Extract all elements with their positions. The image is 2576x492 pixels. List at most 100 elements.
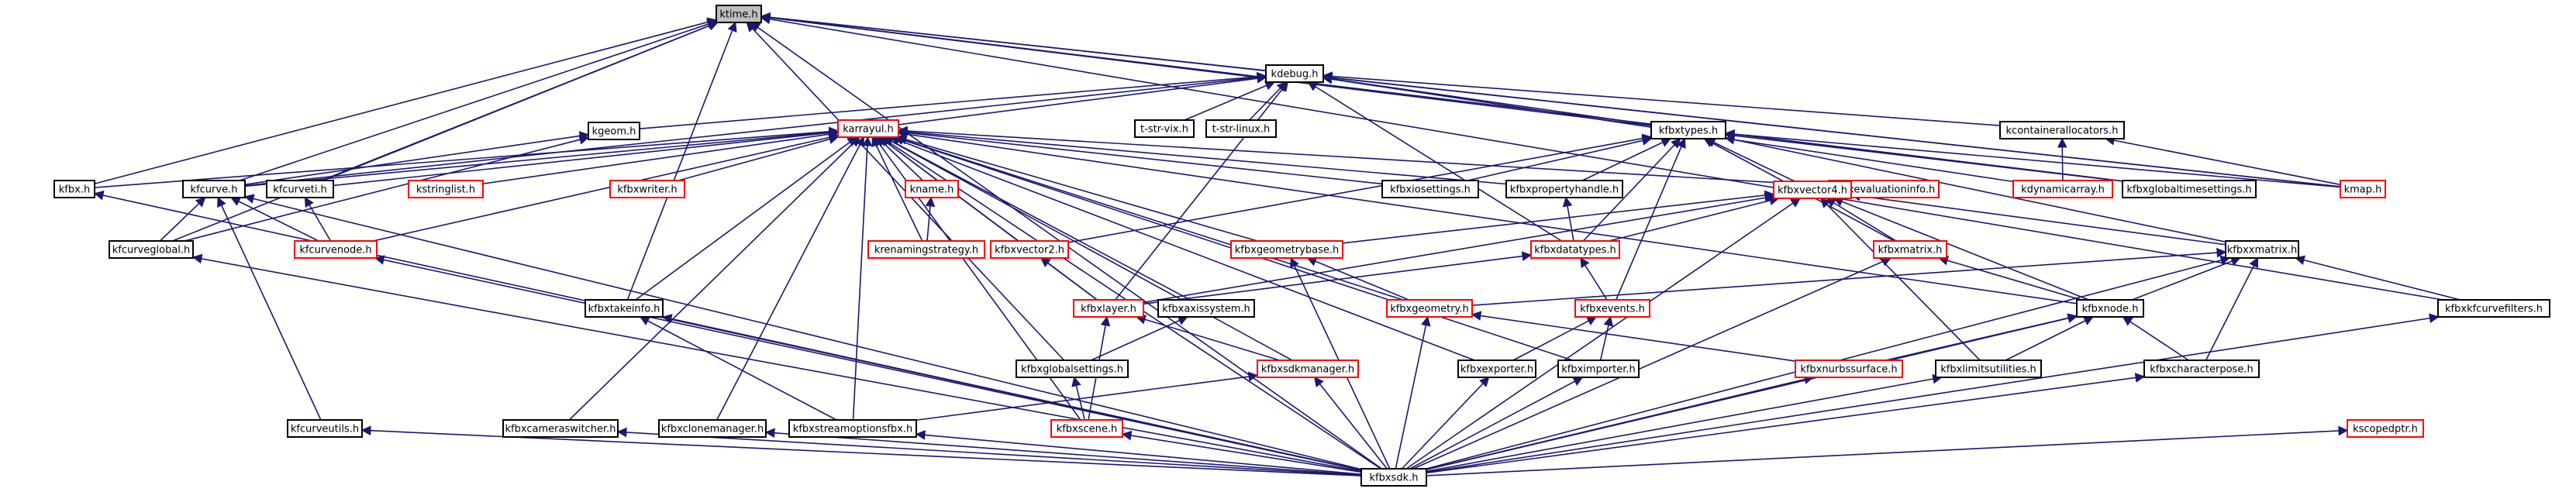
node-box-krenamingstrategy[interactable] xyxy=(867,240,985,259)
node-box-kfbxxmatrix[interactable] xyxy=(2225,240,2299,259)
node-box-kcontaineralloc[interactable] xyxy=(1999,121,2125,139)
node-kfbxgeometry[interactable]: kfbxgeometry.h xyxy=(1386,299,1473,318)
node-box-kfbxnode[interactable] xyxy=(2076,299,2144,318)
node-box-kfbxnurbssurface[interactable] xyxy=(1795,360,1903,378)
node-box-kfcurveutils[interactable] xyxy=(287,419,363,438)
node-kdynamicarray[interactable]: kdynamicarray.h xyxy=(2012,180,2113,198)
node-kfbxaxissystem[interactable]: kfbxaxissystem.h xyxy=(1157,299,1255,318)
node-box-kfbxtakeinfo[interactable] xyxy=(585,299,664,318)
node-kdebug[interactable]: kdebug.h xyxy=(1265,64,1324,83)
node-box-tstrvix[interactable] xyxy=(1134,119,1195,138)
node-box-kfbxscene[interactable] xyxy=(1050,419,1123,438)
node-box-tstrlinux[interactable] xyxy=(1205,119,1277,138)
node-kfbxsdkmanager[interactable]: kfbxsdkmanager.h xyxy=(1257,360,1359,378)
node-kfbxstreamoptionsfbx[interactable]: kfbxstreamoptionsfbx.h xyxy=(788,419,917,438)
node-box-kfbxaxissystem[interactable] xyxy=(1157,299,1255,318)
node-box-kname[interactable] xyxy=(905,180,959,198)
node-kfbxwriter[interactable]: kfbxwriter.h xyxy=(609,180,685,198)
node-kfbxlayer[interactable]: kfbxlayer.h xyxy=(1073,299,1144,318)
node-kfbx[interactable]: kfbx.h xyxy=(53,180,95,198)
node-kfbxexporter[interactable]: kfbxexporter.h xyxy=(1457,360,1536,378)
node-kfbxdatatypes[interactable]: kfbxdatatypes.h xyxy=(1530,240,1620,259)
node-box-kfcurvenode[interactable] xyxy=(294,240,378,259)
node-kfbximporter[interactable]: kfbximporter.h xyxy=(1557,360,1640,378)
node-label-kfcurveti: kfcurveti.h xyxy=(273,184,327,196)
node-kmap[interactable]: kmap.h xyxy=(2340,180,2386,198)
node-box-karrayul[interactable] xyxy=(837,119,899,138)
node-box-kfbxstreamoptionsfbx[interactable] xyxy=(788,419,917,438)
node-kfbxnode[interactable]: kfbxnode.h xyxy=(2076,299,2144,318)
node-box-kfbxpropertyhandle[interactable] xyxy=(1505,180,1623,198)
node-box-kgeom[interactable] xyxy=(588,122,640,140)
node-kfbxglobalsettings[interactable]: kfbxglobalsettings.h xyxy=(1016,360,1129,378)
node-box-ktime[interactable] xyxy=(716,5,762,23)
node-box-kfbxclonemanager[interactable] xyxy=(658,419,767,438)
node-box-kfbxsdk[interactable] xyxy=(1360,468,1427,487)
node-kfcurveti[interactable]: kfcurveti.h xyxy=(266,180,334,198)
node-kfbxtypes[interactable]: kfbxtypes.h xyxy=(1650,121,1726,139)
node-box-kfbxmatrix[interactable] xyxy=(1873,240,1947,259)
node-kfbxtakeinfo[interactable]: kfbxtakeinfo.h xyxy=(585,299,664,318)
node-kfbxevents[interactable]: kfbxevents.h xyxy=(1574,299,1650,318)
node-box-kfbxlayer[interactable] xyxy=(1073,299,1144,318)
node-tstrlinux[interactable]: t-str-linux.h xyxy=(1205,119,1277,138)
node-box-kscopedptr[interactable] xyxy=(2347,419,2424,438)
node-box-kdynamicarray[interactable] xyxy=(2012,180,2113,198)
node-krenamingstrategy[interactable]: krenamingstrategy.h xyxy=(867,240,985,259)
node-tstrvix[interactable]: t-str-vix.h xyxy=(1134,119,1195,138)
node-kfcurveutils[interactable]: kfcurveutils.h xyxy=(287,419,363,438)
node-kfbxglobaltimesettings[interactable]: kfbxglobaltimesettings.h xyxy=(2122,180,2257,198)
node-kfbxpropertyhandle[interactable]: kfbxpropertyhandle.h xyxy=(1505,180,1623,198)
node-kfbxlimitsutilities[interactable]: kfbxlimitsutilities.h xyxy=(1935,360,2042,378)
node-kfbxkfcurvefilters[interactable]: kfbxkfcurvefilters.h xyxy=(2437,299,2550,318)
node-kscopedptr[interactable]: kscopedptr.h xyxy=(2347,419,2424,438)
node-kstringlist[interactable]: kstringlist.h xyxy=(408,180,484,198)
node-kfbxgeometrybase[interactable]: kfbxgeometrybase.h xyxy=(1230,240,1343,259)
node-box-kfbximporter[interactable] xyxy=(1557,360,1640,378)
node-kfbxvector4[interactable]: kfbxvector4.h xyxy=(1773,181,1852,199)
node-box-kfbxwriter[interactable] xyxy=(609,180,685,198)
node-box-kfbxlimitsutilities[interactable] xyxy=(1935,360,2042,378)
node-box-kfcurveti[interactable] xyxy=(266,180,334,198)
node-box-kfbxgeometry[interactable] xyxy=(1386,299,1473,318)
node-kfbxvector2[interactable]: kfbxvector2.h xyxy=(990,240,1069,259)
node-kfbxcameraswitcher[interactable]: kfbxcameraswitcher.h xyxy=(502,419,619,438)
node-box-kfbxcameraswitcher[interactable] xyxy=(502,419,619,438)
node-box-kfbx[interactable] xyxy=(53,180,95,198)
node-box-kdebug[interactable] xyxy=(1265,64,1324,83)
node-box-kmap[interactable] xyxy=(2340,180,2386,198)
node-kfbxnurbssurface[interactable]: kfbxnurbssurface.h xyxy=(1795,360,1903,378)
node-kfcurvenode[interactable]: kfcurvenode.h xyxy=(294,240,378,259)
node-box-kfbxglobaltimesettings[interactable] xyxy=(2122,180,2257,198)
node-box-kfbxdatatypes[interactable] xyxy=(1530,240,1620,259)
node-box-kfbxvector4[interactable] xyxy=(1773,181,1852,199)
node-box-kfbxcharacterpose[interactable] xyxy=(2143,360,2260,378)
node-box-kfbxevents[interactable] xyxy=(1574,299,1650,318)
node-kfbxclonemanager[interactable]: kfbxclonemanager.h xyxy=(658,419,767,438)
node-kfbxiosettings[interactable]: kfbxiosettings.h xyxy=(1381,180,1479,198)
node-kfcurve[interactable]: kfcurve.h xyxy=(182,180,246,198)
node-box-kfbxtypes[interactable] xyxy=(1650,121,1726,139)
node-kfbxmatrix[interactable]: kfbxmatrix.h xyxy=(1873,240,1947,259)
node-karrayul[interactable]: karrayul.h xyxy=(837,119,899,138)
node-kfbxscene[interactable]: kfbxscene.h xyxy=(1050,419,1123,438)
node-kname[interactable]: kname.h xyxy=(905,180,959,198)
node-box-kfbxgeometrybase[interactable] xyxy=(1230,240,1343,259)
node-box-kfcurve[interactable] xyxy=(182,180,246,198)
node-kfbxcharacterpose[interactable]: kfbxcharacterpose.h xyxy=(2143,360,2260,378)
node-kgeom[interactable]: kgeom.h xyxy=(588,122,640,140)
node-box-kfbxiosettings[interactable] xyxy=(1381,180,1479,198)
node-box-kfbxvector2[interactable] xyxy=(990,240,1069,259)
node-kcontaineralloc[interactable]: kcontainerallocators.h xyxy=(1999,121,2125,139)
node-box-kfbxglobalsettings[interactable] xyxy=(1016,360,1129,378)
node-box-kfbxkfcurvefilters[interactable] xyxy=(2437,299,2550,318)
node-box-kfbxsdkmanager[interactable] xyxy=(1257,360,1359,378)
node-kfbxxmatrix[interactable]: kfbxxmatrix.h xyxy=(2225,240,2299,259)
node-box-kfbxexporter[interactable] xyxy=(1457,360,1536,378)
node-ktime[interactable]: ktime.h xyxy=(716,5,762,23)
node-box-kfcurveglobal[interactable] xyxy=(109,240,194,259)
node-kfcurveglobal[interactable]: kfcurveglobal.h xyxy=(109,240,194,259)
edge-kfbxglobaltimesettings-to-kfbxtypes xyxy=(1724,130,2123,182)
node-kfbxsdk[interactable]: kfbxsdk.h xyxy=(1360,468,1427,487)
node-box-kstringlist[interactable] xyxy=(408,180,484,198)
